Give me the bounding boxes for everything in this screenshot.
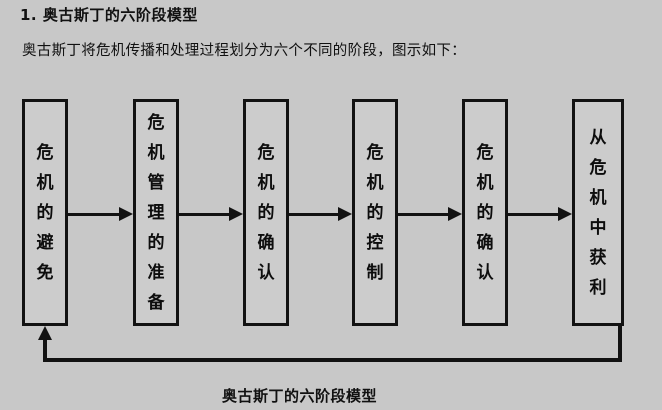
stage-label-2: 危机管理的准备 xyxy=(136,108,176,318)
feedback-line-vertical-right xyxy=(618,326,622,362)
stage-label-char: 免 xyxy=(36,262,54,283)
stage-box-1[interactable]: 危机的避免 xyxy=(22,99,68,326)
arrow-head-icon xyxy=(119,207,133,221)
stage-label-char: 制 xyxy=(366,262,384,283)
arrow-shaft xyxy=(68,213,119,216)
stage-label-char: 的 xyxy=(366,202,384,223)
arrow-head-icon xyxy=(558,207,572,221)
stage-label-char: 控 xyxy=(366,232,384,253)
page-title: 1. 奥古斯丁的六阶段模型 xyxy=(20,6,198,24)
stage-label-4: 危机的控制 xyxy=(355,138,395,288)
intro-paragraph: 奥古斯丁将危机传播和处理过程划分为六个不同的阶段，图示如下： xyxy=(22,43,466,59)
arrow-shaft xyxy=(398,213,448,216)
stage-label-char: 的 xyxy=(476,202,494,223)
stage-label-char: 的 xyxy=(257,202,275,223)
stage-label-char: 危 xyxy=(147,112,165,133)
arrow-stage5-to-stage6 xyxy=(508,207,572,221)
diagram-caption: 奥古斯丁的六阶段模型 xyxy=(222,387,378,405)
stage-label-char: 备 xyxy=(147,292,165,313)
stage-label-char: 理 xyxy=(147,202,165,223)
stage-label-char: 机 xyxy=(366,172,384,193)
stage-label-5: 危机的确认 xyxy=(465,138,505,288)
stage-label-1: 危机的避免 xyxy=(25,138,65,288)
stage-label-char: 机 xyxy=(589,187,607,208)
feedback-line-vertical-left xyxy=(43,338,47,362)
arrow-stage2-to-stage3 xyxy=(179,207,243,221)
arrow-stage1-to-stage2 xyxy=(68,207,133,221)
stage-label-char: 机 xyxy=(476,172,494,193)
arrow-head-icon xyxy=(338,207,352,221)
stage-label-char: 的 xyxy=(36,202,54,223)
stage-label-char: 认 xyxy=(257,262,275,283)
stage-label-char: 机 xyxy=(257,172,275,193)
stage-box-5[interactable]: 危机的确认 xyxy=(462,99,508,326)
stage-label-char: 准 xyxy=(147,262,165,283)
stage-label-char: 中 xyxy=(589,217,607,238)
stage-label-char: 危 xyxy=(589,157,607,178)
arrow-shaft xyxy=(179,213,229,216)
arrow-head-icon xyxy=(229,207,243,221)
stage-box-3[interactable]: 危机的确认 xyxy=(243,99,289,326)
stage-label-char: 确 xyxy=(476,232,494,253)
stage-label-char: 危 xyxy=(476,142,494,163)
stage-box-6[interactable]: 从危机中获利 xyxy=(572,99,624,326)
arrow-stage3-to-stage4 xyxy=(289,207,352,221)
stage-label-char: 机 xyxy=(36,172,54,193)
stage-label-6: 从危机中获利 xyxy=(575,123,621,303)
stage-label-char: 从 xyxy=(589,127,607,148)
stage-label-char: 确 xyxy=(257,232,275,253)
stage-label-char: 避 xyxy=(36,232,54,253)
feedback-line-horizontal xyxy=(43,358,622,362)
stage-box-2[interactable]: 危机管理的准备 xyxy=(133,99,179,326)
stage-label-char: 利 xyxy=(589,277,607,298)
arrow-stage4-to-stage5 xyxy=(398,207,462,221)
stage-label-char: 危 xyxy=(257,142,275,163)
stage-label-char: 的 xyxy=(147,232,165,253)
arrow-shaft xyxy=(289,213,338,216)
stage-label-char: 危 xyxy=(366,142,384,163)
feedback-arrow-head-icon xyxy=(38,326,52,340)
stage-box-4[interactable]: 危机的控制 xyxy=(352,99,398,326)
stage-label-char: 危 xyxy=(36,142,54,163)
arrow-shaft xyxy=(508,213,558,216)
arrow-head-icon xyxy=(448,207,462,221)
stage-label-char: 机 xyxy=(147,142,165,163)
stage-label-3: 危机的确认 xyxy=(246,138,286,288)
stage-label-char: 管 xyxy=(147,172,165,193)
stage-label-char: 认 xyxy=(476,262,494,283)
stage-label-char: 获 xyxy=(589,247,607,268)
